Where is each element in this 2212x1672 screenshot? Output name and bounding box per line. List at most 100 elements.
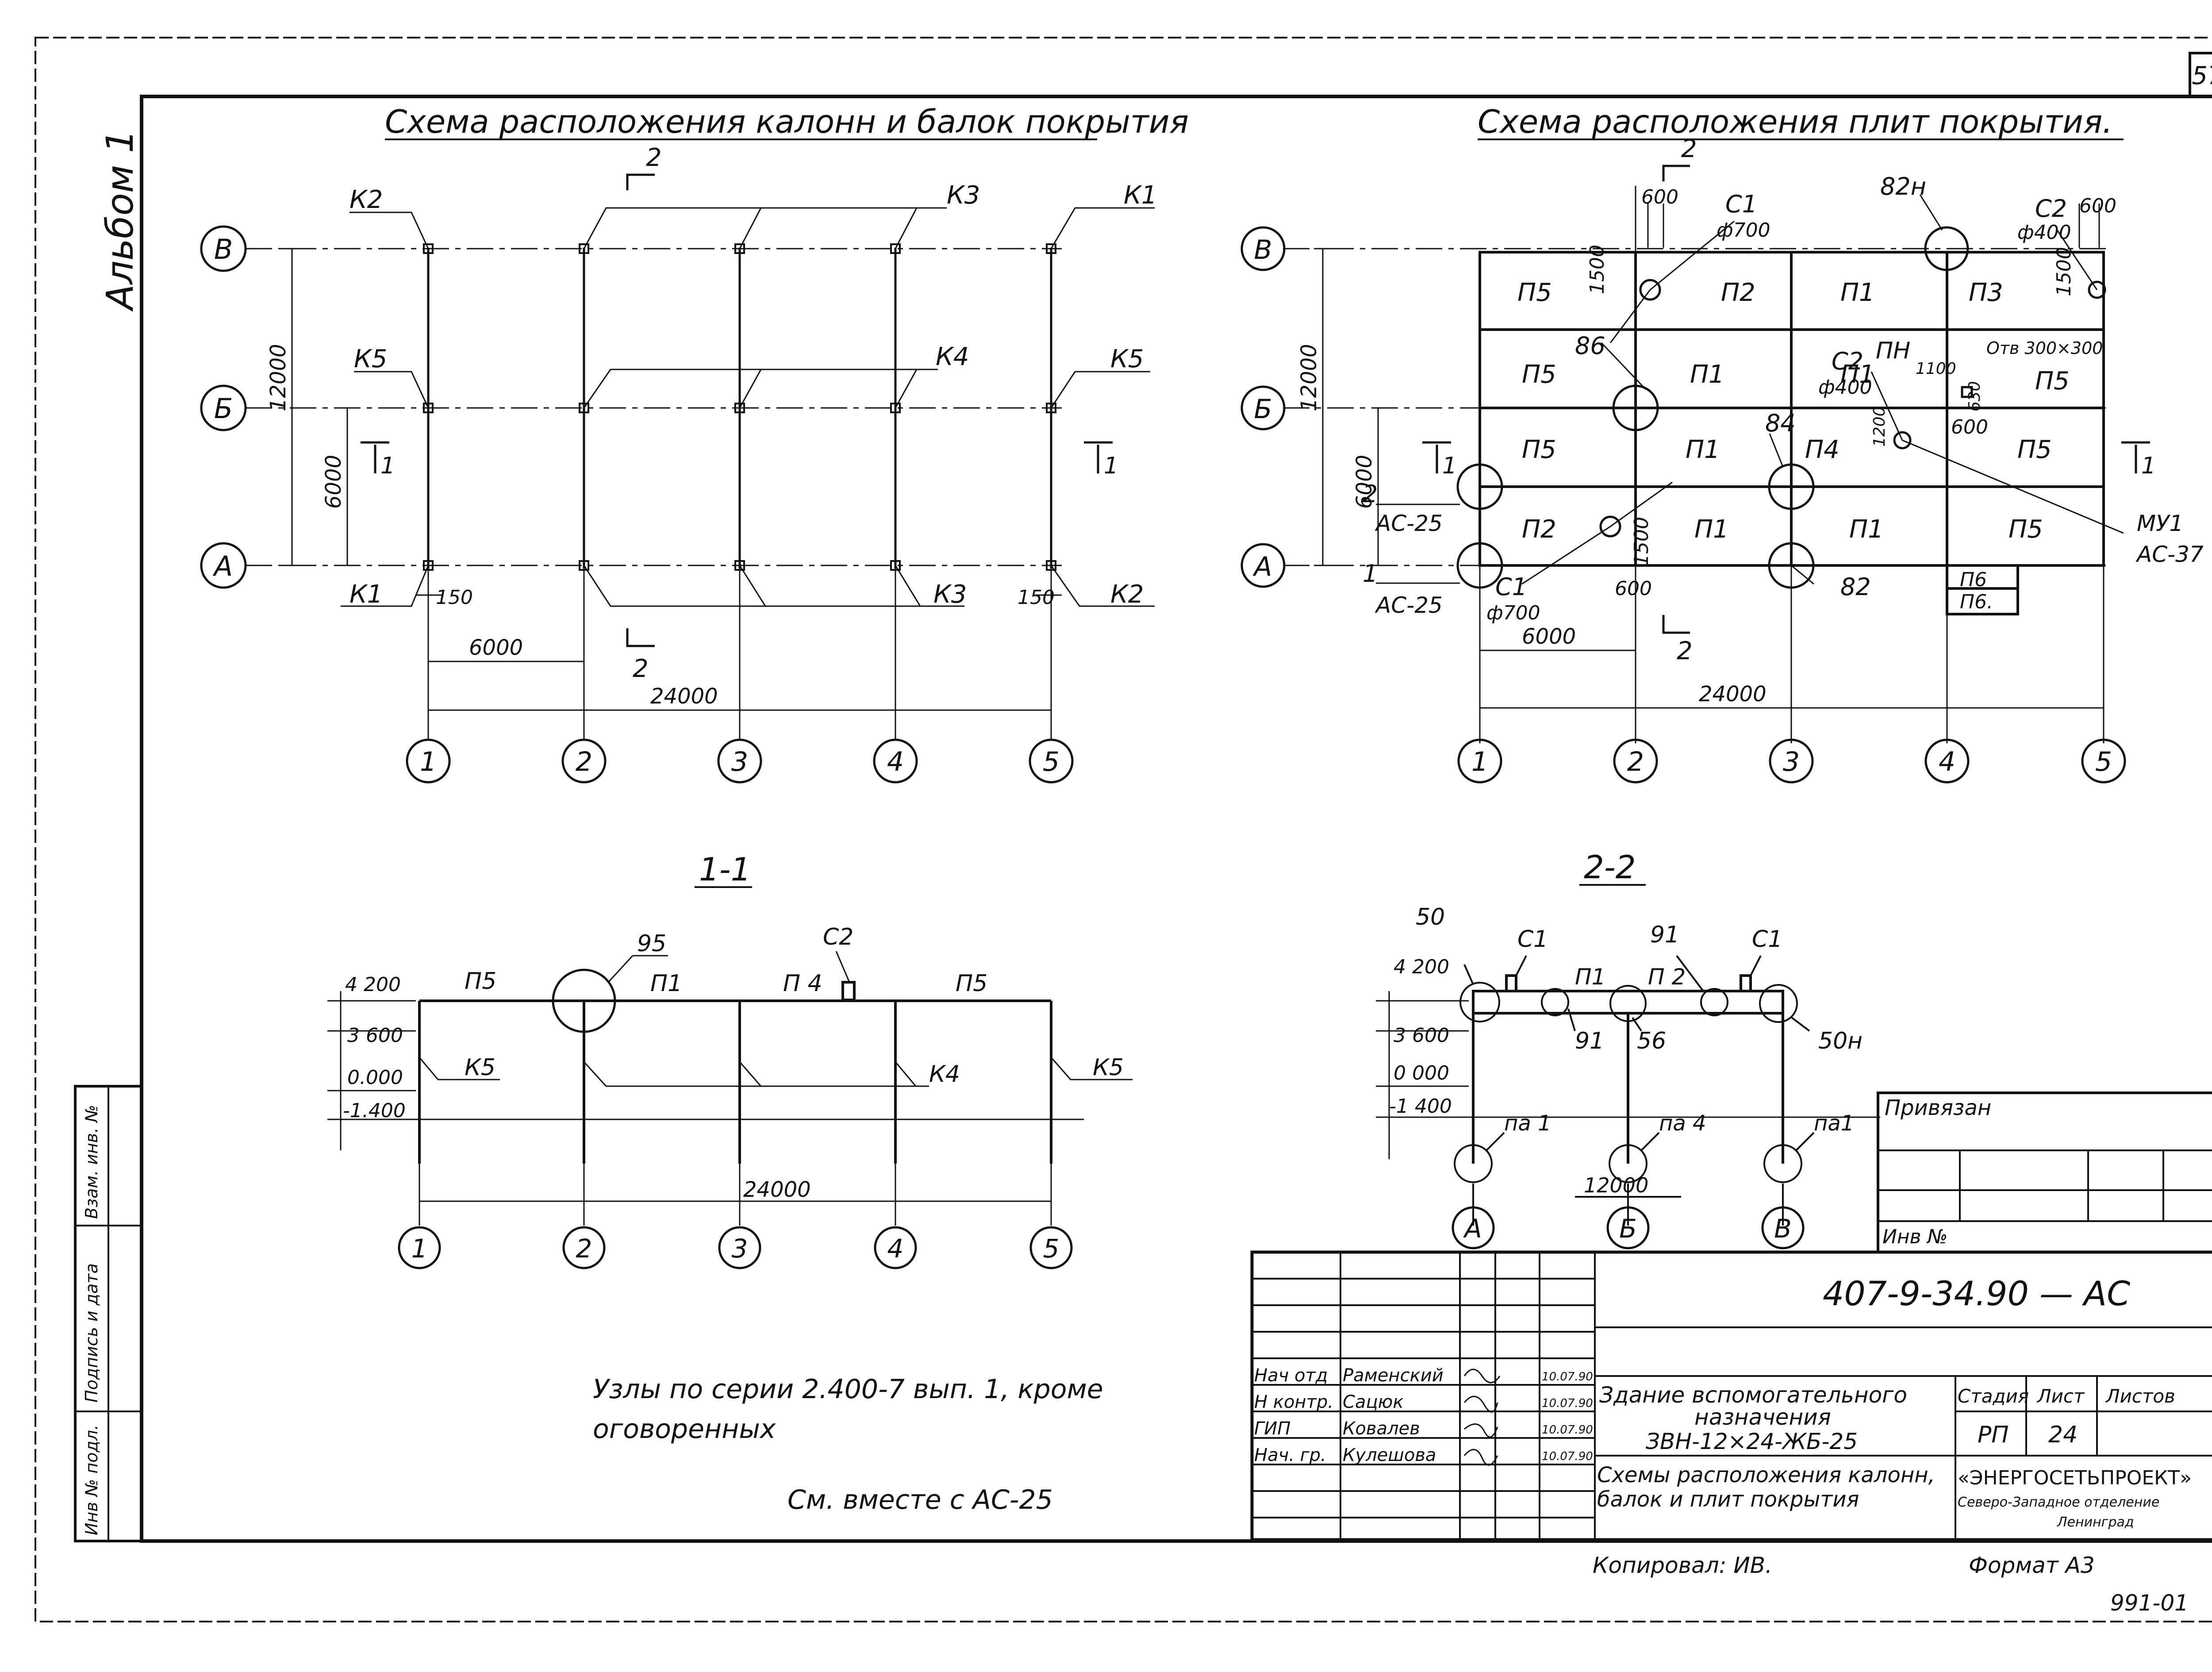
plan2-row-a: А <box>1252 551 1272 582</box>
panel-r1c4: П3 <box>1969 278 2003 307</box>
plan1-dim-150-right: 150 <box>1018 586 1055 609</box>
plan-slabs: Схема расположения плит покрытия. В Б А <box>1240 103 2204 784</box>
plan1-dim-6000-vertical: 6000 <box>321 455 346 509</box>
sec22-level-0000: 0 000 <box>1394 1062 1449 1084</box>
sec22-axis-b: Б <box>1619 1214 1637 1244</box>
side-inv-podl: Инв № подл. <box>82 1425 101 1535</box>
note-c2-top: С2 <box>2035 195 2067 223</box>
note-ph: ПН <box>1876 338 1910 364</box>
plan2-panel-labels: П5 П2 П1 П3 П5 П1 П1 П5 П5 П1 П4 П5 П2 П… <box>1517 278 2070 613</box>
sec22-n91b: 91 <box>1575 1028 1604 1054</box>
format-label: Формат А3 <box>1969 1553 2095 1578</box>
plan2-node-circles <box>1456 226 2106 589</box>
note-2: 2 <box>1363 480 1378 508</box>
plan2-sec2-bot: 2 <box>1677 637 1693 665</box>
panel-r1c1: П5 <box>1517 278 1552 307</box>
plan1-dim-150-left: 150 <box>436 586 473 609</box>
sec11-p5b: П5 <box>956 970 987 997</box>
note-1500-top: 1500 <box>1586 245 1609 294</box>
note-line-3: См. вместе с АС-25 <box>787 1484 1053 1515</box>
tb-date-2: 10.07.90 <box>1542 1423 1593 1437</box>
plan2-sec2-top: 2 <box>1681 135 1697 163</box>
tb-role-3: Нач. гр. <box>1254 1445 1326 1465</box>
panel-r2c1: П5 <box>1522 360 1556 389</box>
side-signature: Подпись и дата <box>82 1263 101 1403</box>
plan1-column-lines <box>427 248 1052 569</box>
plan1-dimensions <box>283 248 1062 711</box>
sec11-p1: П1 <box>650 970 682 997</box>
plan1-k5-right: К5 <box>1110 345 1144 373</box>
sec11-frame <box>418 981 1052 1164</box>
note-600-top: 600 <box>1641 186 1678 208</box>
plan1-col-5: 5 <box>1043 746 1060 777</box>
note-line-2: оговоренных <box>593 1414 776 1445</box>
note-1500-bot: 1500 <box>1630 517 1653 566</box>
sec22-level-1400: -1 400 <box>1389 1095 1452 1118</box>
tb-privyazan: Привязан <box>1885 1095 1991 1120</box>
sec22-c1b: С1 <box>1752 926 1782 953</box>
plan2-notes: С1 ф700 600 1500 82н С2 ф400 600 1500 86… <box>1363 173 2204 624</box>
panel-p6b: П6. <box>1960 591 1993 613</box>
note-1: 1 <box>1363 560 1378 588</box>
plan1-section-marks <box>361 173 1113 647</box>
note-otv: Отв 300×300 <box>1986 338 2103 358</box>
tb-scheme-2: балок и плит покрытия <box>1597 1487 1859 1512</box>
tb-lists-header: Листов <box>2105 1385 2175 1407</box>
album-label: Альбом 1 <box>98 130 142 312</box>
sec22-p2: П 2 <box>1648 964 1686 990</box>
plan2-sec1-left: 1 <box>1442 453 1457 479</box>
plan2-col-4: 4 <box>1939 746 1955 777</box>
plan1-column-squares <box>423 243 1056 571</box>
sec11-k5a: К5 <box>465 1054 495 1081</box>
plan2-dimensions <box>1314 248 2104 709</box>
plan1-sec1-left: 1 <box>380 453 395 479</box>
plan2-col-3: 3 <box>1783 746 1800 777</box>
note-ac25-b: АС-25 <box>1375 592 1443 618</box>
tb-date-3: 10.07.90 <box>1542 1450 1593 1463</box>
plan1-k4: К4 <box>936 342 969 371</box>
panel-r2c4: П5 <box>2035 367 2070 396</box>
plan1-dim-24000: 24000 <box>650 684 718 709</box>
tb-role-0: Нач отд <box>1254 1365 1328 1386</box>
note-1100: 1100 <box>1916 360 1956 378</box>
plan1-sec2-bot: 2 <box>633 654 649 683</box>
plan1-k3-bot: К3 <box>933 580 967 609</box>
plan1-k1-bot: К1 <box>349 580 383 609</box>
plan1-dim-6000: 6000 <box>469 635 523 660</box>
sec22-level-3600: 3 600 <box>1394 1024 1449 1047</box>
plan1-row-bubbles: В Б А <box>200 225 247 589</box>
sec11-dim: 24000 <box>743 1177 811 1202</box>
sec22-pa1b: па1 <box>1814 1111 1854 1136</box>
sec11-level-0000: 0.000 <box>347 1066 403 1089</box>
tb-signatures <box>1463 1368 1501 1466</box>
side-vzam: Взам. инв. № <box>82 1105 101 1219</box>
sec11-p5a: П5 <box>465 968 496 995</box>
plan1-row-v: В <box>214 233 233 265</box>
note-ac37: АС-37 <box>2135 542 2204 567</box>
general-notes: Узлы по серии 2.400-7 вып. 1, кроме огов… <box>593 1374 1103 1515</box>
plan1-row-a: А <box>212 550 233 582</box>
tb-name-2: Ковалев <box>1343 1418 1420 1439</box>
tb-code: 407-9-34.90 — АС <box>1823 1274 2130 1313</box>
tb-list-header: Лист <box>2036 1385 2085 1407</box>
panel-r4c2: П1 <box>1694 515 1729 544</box>
plan1-row-axes <box>246 248 1062 566</box>
page-number: 57 <box>2192 61 2212 90</box>
plan2-leaders <box>1376 194 2124 585</box>
sec11-level-lines <box>327 991 1084 1150</box>
tb-name-0: Раменский <box>1343 1365 1444 1386</box>
plan1-sec1-right: 1 <box>1104 453 1118 479</box>
plan1-k5-left: К5 <box>354 345 387 373</box>
sec11-level-1400: -1.400 <box>343 1099 406 1122</box>
note-600-bot: 600 <box>1615 577 1652 600</box>
tb-name-1: Сацюк <box>1343 1392 1404 1412</box>
sec22-n91a: 91 <box>1650 922 1679 948</box>
panel-r3c3: П4 <box>1805 435 1839 464</box>
plan1-k2-bot: К2 <box>1110 580 1144 609</box>
panel-r1c3: П1 <box>1840 278 1875 307</box>
plan2-section-marks <box>1422 165 2150 634</box>
sec22-pa1a: па 1 <box>1504 1111 1551 1136</box>
panel-r1c2: П2 <box>1721 278 1755 307</box>
note-86: 86 <box>1575 332 1605 360</box>
